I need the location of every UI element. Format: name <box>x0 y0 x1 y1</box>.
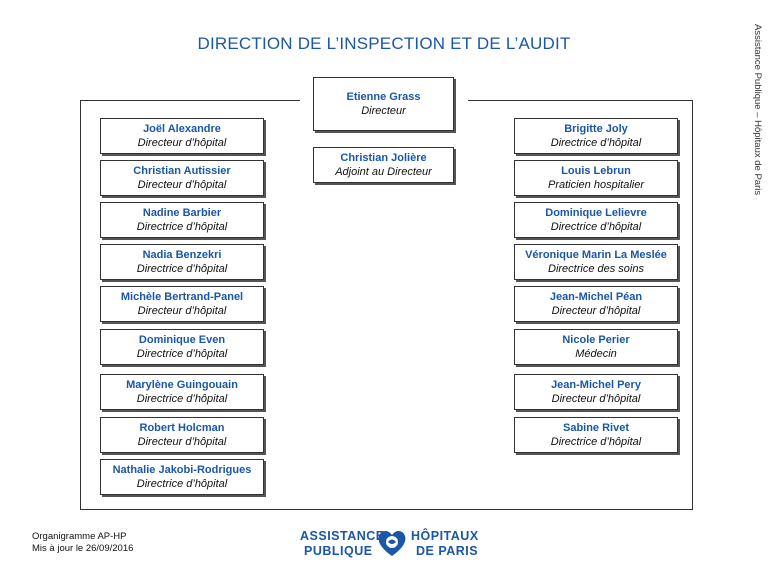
left-member-box: Joël Alexandre Directeur d’hôpital <box>100 118 264 154</box>
member-role: Directrice d’hôpital <box>550 436 642 448</box>
member-name: Jean-Michel Pery <box>551 379 641 391</box>
member-role: Directeur d’hôpital <box>137 436 227 448</box>
left-member-box: Robert Holcman Directeur d’hôpital <box>100 417 264 453</box>
right-member-box: Dominique Lelievre Directrice d’hôpital <box>514 202 678 238</box>
logo-text-right-top: HÔPITAUX <box>411 529 479 543</box>
member-name: Nadia Benzekri <box>142 249 222 261</box>
member-name: Sabine Rivet <box>562 422 630 434</box>
member-name: Nicole Perier <box>562 334 630 346</box>
right-member-box: Véronique Marin La Meslée Directrice des… <box>514 244 678 280</box>
page-title: DIRECTION DE L’INSPECTION ET DE L’AUDIT <box>197 34 571 53</box>
member-role: Directrice d’hôpital <box>136 393 228 405</box>
left-member-box: Michèle Bertrand-Panel Directeur d’hôpit… <box>100 286 264 322</box>
member-name: Nadine Barbier <box>142 207 222 219</box>
deputy-box: Christian Jolière Adjoint au Directeur <box>313 147 454 183</box>
member-name: Dominique Even <box>138 334 226 346</box>
member-name: Robert Holcman <box>139 422 225 434</box>
member-role: Directrice d’hôpital <box>136 348 228 360</box>
director-name: Etienne Grass <box>346 91 421 103</box>
member-role: Directrice des soins <box>548 263 644 275</box>
deputy-name: Christian Jolière <box>340 152 427 164</box>
right-member-box: Louis Lebrun Praticien hospitalier <box>514 160 678 196</box>
member-role: Directrice d’hôpital <box>136 263 228 275</box>
right-member-box: Sabine Rivet Directrice d’hôpital <box>514 417 678 453</box>
right-member-box: Jean-Michel Pery Directeur d’hôpital <box>514 374 678 410</box>
director-box: Etienne Grass Directeur <box>313 77 454 131</box>
member-role: Directeur d’hôpital <box>137 305 227 317</box>
aphp-logo: ASSISTANCE PUBLIQUE HÔPITAUX DE PARIS <box>300 527 485 563</box>
left-member-box: Nadine Barbier Directrice d’hôpital <box>100 202 264 238</box>
member-name: Louis Lebrun <box>561 165 631 177</box>
member-role: Directeur d’hôpital <box>137 179 227 191</box>
right-member-box: Nicole Perier Médecin <box>514 329 678 365</box>
heart-logo-icon <box>378 530 406 556</box>
member-role: Directeur d’hôpital <box>551 393 641 405</box>
member-role: Médecin <box>575 348 617 360</box>
member-role: Directrice d’hôpital <box>136 221 228 233</box>
member-name: Joël Alexandre <box>143 123 221 135</box>
footer-line-1: Organigramme AP-HP <box>32 531 127 542</box>
left-member-box: Marylène Guingouain Directrice d’hôpital <box>100 374 264 410</box>
member-name: Jean-Michel Péan <box>549 291 643 303</box>
director-role: Directeur <box>361 105 406 117</box>
left-member-box: Dominique Even Directrice d’hôpital <box>100 329 264 365</box>
left-member-box: Nadia Benzekri Directrice d’hôpital <box>100 244 264 280</box>
footer-note: Organigramme AP-HP Mis à jour le 26/09/2… <box>32 531 133 555</box>
member-name: Dominique Lelievre <box>545 207 647 219</box>
side-organization-label: Assistance Publique – Hôpitaux de Paris <box>752 24 763 196</box>
right-member-box: Jean-Michel Péan Directeur d’hôpital <box>514 286 678 322</box>
logo-text-left-top: ASSISTANCE <box>300 529 385 543</box>
member-role: Directrice d’hôpital <box>136 478 228 490</box>
member-name: Brigitte Joly <box>564 123 628 135</box>
member-role: Directrice d’hôpital <box>550 137 642 149</box>
member-role: Praticien hospitalier <box>548 179 644 191</box>
deputy-role: Adjoint au Directeur <box>335 166 432 178</box>
member-name: Christian Autissier <box>133 165 231 177</box>
member-role: Directeur d’hôpital <box>137 137 227 149</box>
left-member-box: Nathalie Jakobi-Rodrigues Directrice d’h… <box>100 459 264 495</box>
logo-text-left-bottom: PUBLIQUE <box>304 544 373 558</box>
footer-line-2: Mis à jour le 26/09/2016 <box>32 543 134 554</box>
member-name: Nathalie Jakobi-Rodrigues <box>112 464 252 476</box>
member-name: Michèle Bertrand-Panel <box>120 291 244 303</box>
member-role: Directeur d’hôpital <box>551 305 641 317</box>
member-name: Marylène Guingouain <box>126 379 238 391</box>
logo-text-right-bottom: DE PARIS <box>416 544 479 558</box>
right-member-box: Brigitte Joly Directrice d’hôpital <box>514 118 678 154</box>
left-member-box: Christian Autissier Directeur d’hôpital <box>100 160 264 196</box>
member-name: Véronique Marin La Meslée <box>525 249 667 261</box>
member-role: Directrice d’hôpital <box>550 221 642 233</box>
